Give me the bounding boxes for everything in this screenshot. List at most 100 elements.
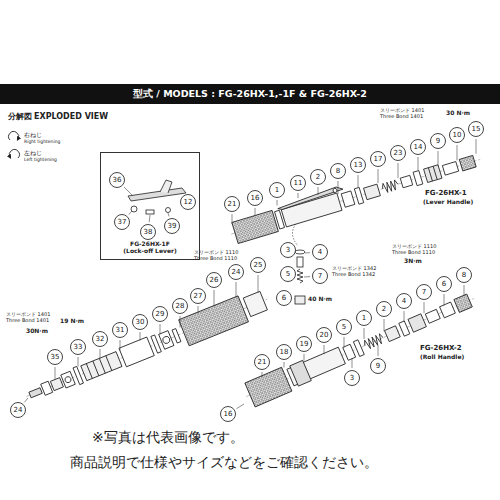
spindle-assembly [21, 286, 273, 409]
leader-line [181, 193, 183, 194]
leader-line [120, 340, 121, 351]
roll-handle-assembly-stroke [399, 321, 410, 336]
leader-line [55, 367, 56, 379]
callout-number: 31 [112, 322, 128, 338]
leader-line [236, 282, 237, 298]
spindle-assembly-stroke [64, 376, 72, 384]
callout-number: 14 [410, 139, 426, 155]
lever-handle-assembly-stroke [354, 187, 363, 204]
model-label: (Roll Handle) [420, 354, 464, 360]
callout-number: 6 [436, 276, 452, 292]
lever-handle-assembly-stroke [428, 168, 432, 181]
roll-handle-assembly-stroke [245, 367, 292, 407]
adhesive-note: Three Bond 1401 [380, 114, 423, 119]
leader-line [378, 169, 379, 183]
callout-number: 7 [416, 284, 432, 300]
leader-line [236, 404, 244, 409]
valve-parts-stroke [295, 250, 305, 254]
leader-line [78, 357, 79, 367]
lock-off-lever-part-stroke [166, 208, 171, 213]
inset-title: FG-26HX-1F (Lock-off Lever) [120, 241, 180, 259]
roll-handle-assembly-stroke [353, 340, 364, 357]
spindle-assembly-stroke [162, 335, 171, 344]
spindle-assembly-stroke [179, 296, 249, 346]
spindle-assembly-stroke [106, 356, 112, 371]
leader-line [149, 215, 151, 222]
leader-line [24, 398, 28, 402]
spindle-assembly-stroke [159, 331, 174, 350]
leader-line [457, 145, 458, 160]
model-label: FG-26HX-1 [425, 190, 467, 197]
callout-number: 3 [280, 242, 296, 258]
diagram-title: 型式 / MODELS : FG-26HX-1,-1F & FG-26HX-2 [133, 88, 367, 101]
leader-line [476, 139, 477, 154]
leader-line [140, 332, 141, 341]
lever-handle-assembly-stroke [341, 191, 355, 207]
spindle-assembly-stroke [29, 388, 42, 398]
leader-line [298, 193, 299, 198]
adhesive-note: Three Bond 1342 [332, 272, 375, 277]
adhesive-note: Three Bond 1110 [194, 256, 237, 261]
leader-line [404, 311, 405, 322]
callout-number: 5 [336, 319, 352, 335]
roll-handle-assembly [241, 287, 479, 409]
leader-line [100, 349, 101, 359]
callout-number: 3 [344, 370, 360, 386]
callout-number: 28 [172, 298, 188, 314]
callout-number: 8 [456, 267, 472, 283]
callout-number: 9 [370, 358, 386, 374]
callout-number: 36 [109, 172, 125, 188]
lever-handle-assembly-stroke [277, 185, 344, 210]
roll-handle-assembly-stroke [287, 347, 346, 386]
leader-line [358, 175, 359, 187]
leader-line [232, 214, 233, 224]
roll-handle-assembly-stroke [440, 302, 456, 318]
leader-line [378, 346, 379, 356]
legend-text: 左ねじ [24, 150, 42, 157]
callout-number: 24 [10, 402, 26, 418]
roll-handle-assembly-stroke [384, 326, 400, 342]
lever-handle-assembly-stroke [364, 184, 381, 200]
lever-handle-assembly-stroke [333, 188, 338, 193]
callout-number: 2 [376, 301, 392, 317]
callout-number: 20 [316, 327, 332, 343]
lock-off-lever-part [128, 180, 186, 214]
leader-line [304, 354, 305, 361]
callout-number: 4 [396, 293, 412, 309]
spindle-assembly-stroke [50, 378, 63, 391]
callout-number: 10 [449, 127, 465, 143]
leader-line [305, 252, 310, 253]
lever-handle-assembly-stroke [433, 166, 437, 179]
lock-off-lever-part-stroke [160, 180, 172, 193]
roll-handle-assembly-stroke [363, 333, 385, 350]
callout-number: 1 [356, 310, 372, 326]
callout-number: 17 [370, 151, 386, 167]
leader-line [214, 290, 215, 307]
callout-number: 2 [310, 169, 326, 185]
leader-line [344, 337, 345, 348]
lock-off-lever-part-stroke [128, 188, 186, 201]
callout-number: 25 [250, 257, 266, 273]
valve-parts-stroke [297, 269, 303, 283]
section-heading: EXPLODED VIEW [34, 113, 108, 121]
torque-label: 30 N·m [446, 110, 470, 116]
legend-subtext: Right tightening [24, 140, 60, 145]
spindle-assembly-stroke [93, 361, 99, 376]
leader-line [384, 319, 385, 331]
torque-label: 40 N·m [308, 296, 332, 302]
lever-handle-assembly-stroke [413, 171, 423, 186]
callout-number: 38 [140, 224, 156, 240]
leader-line [424, 302, 425, 313]
rotation-icon [9, 132, 20, 158]
callout-number: 30 [132, 314, 148, 330]
leader-line [198, 306, 199, 313]
spindle-assembly-stroke [243, 291, 267, 316]
spindle-assembly-stroke [86, 364, 92, 379]
leader-line [324, 345, 325, 354]
callout-number: 24 [228, 264, 244, 280]
disclaimer-note: 商品説明で仕様やサイズなどをご確認ください。 [70, 455, 378, 470]
leader-line [444, 294, 445, 306]
callout-number: 33 [70, 339, 86, 355]
callout-number: 29 [152, 306, 168, 322]
callout-number: 16 [220, 406, 236, 422]
